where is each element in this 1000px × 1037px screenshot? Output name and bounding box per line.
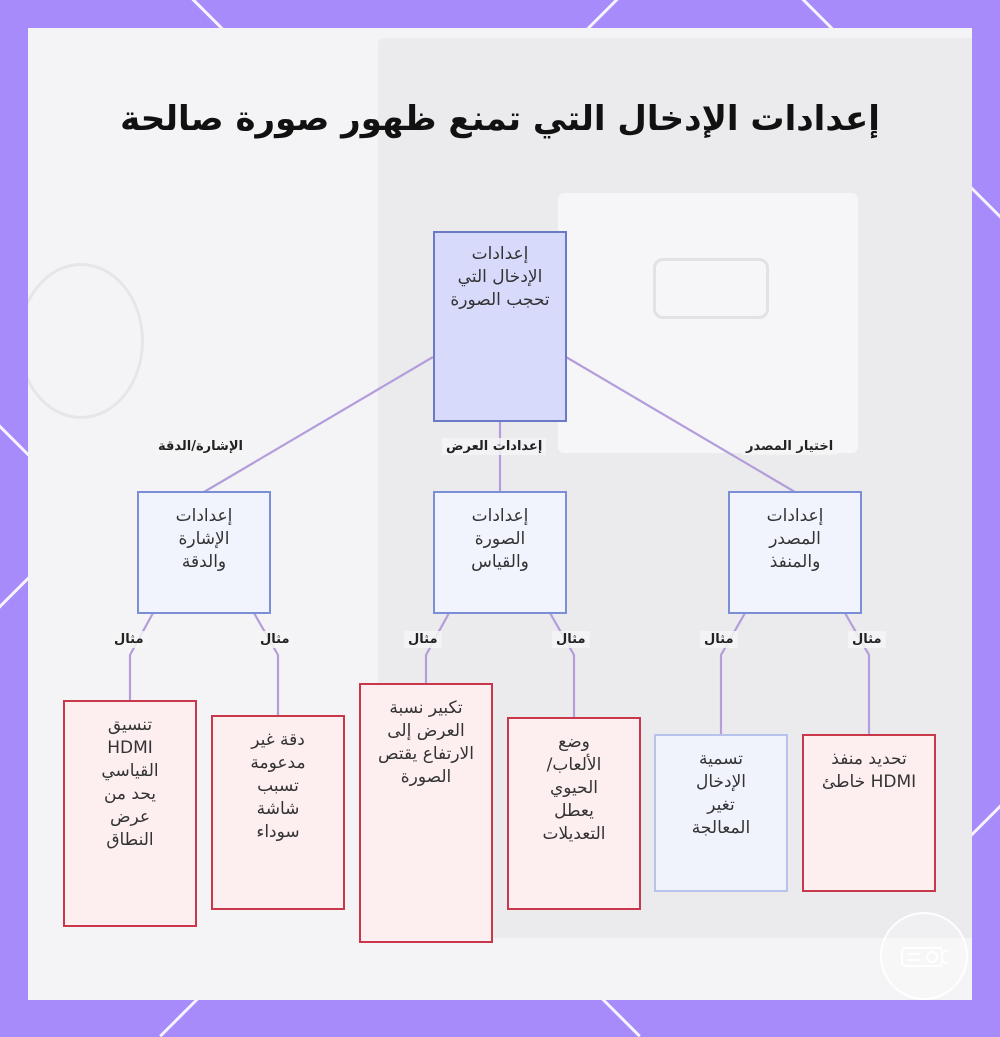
node-source-port-label: إعدادات المصدر والمنفذ [748,505,843,574]
leaf-hdmi-standard: تنسيق HDMI القياسي يحد من عرض النطاق [63,700,197,927]
node-picture-scaling: إعدادات الصورة والقياس [433,491,567,614]
leaf-unsupported-resolution: دقة غير مدعومة تسبب شاشة سوداء [211,715,345,910]
leaf-unsupported-resolution-label: دقة غير مدعومة تسبب شاشة سوداء [238,729,318,844]
leaf-game-mode-label: وضع الألعاب/ الحيوي يعطل التعديلات [529,731,619,846]
link-display-leaf2 [550,613,574,718]
root-node-label: إعدادات الإدخال التي تحجب الصورة [445,243,555,312]
leaf-game-mode: وضع الألعاب/ الحيوي يعطل التعديلات [507,717,641,910]
leaf-input-label-label: تسمية الإدخال تغير المعالجة [681,748,761,840]
edge-label-signal: الإشارة/الدقة [154,438,247,455]
node-signal-resolution: إعدادات الإشارة والدقة [137,491,271,614]
edge-label-example: مثال [404,631,442,648]
leaf-aspect-zoom: تكبير نسبة العرض إلى الارتفاع يقتص الصور… [359,683,493,943]
node-signal-resolution-label: إعدادات الإشارة والدقة [157,505,252,574]
root-node: إعدادات الإدخال التي تحجب الصورة [433,231,567,422]
link-signal-leaf2 [254,613,278,716]
edge-label-display: إعدادات العرض [442,438,546,455]
node-source-port: إعدادات المصدر والمنفذ [728,491,862,614]
projector-icon [898,938,950,974]
leaf-hdmi-standard-label: تنسيق HDMI القياسي يحد من عرض النطاق [90,714,170,852]
edge-label-example: مثال [110,631,148,648]
link-signal-leaf1 [130,613,153,701]
edge-label-example: مثال [700,631,738,648]
link-root-source [566,357,795,492]
logo-watermark [880,912,968,1000]
link-root-signal [204,357,433,492]
edge-label-example: مثال [256,631,294,648]
link-display-leaf1 [426,613,449,684]
leaf-wrong-hdmi-port-label: تحديد منفذ HDMI خاطئ [814,748,924,794]
node-picture-scaling-label: إعدادات الصورة والقياس [453,505,548,574]
edge-label-example: مثال [552,631,590,648]
edge-label-source: اختيار المصدر [742,438,837,455]
edge-label-example: مثال [848,631,886,648]
leaf-wrong-hdmi-port: تحديد منفذ HDMI خاطئ [802,734,936,892]
leaf-input-label: تسمية الإدخال تغير المعالجة [654,734,788,892]
leaf-aspect-zoom-label: تكبير نسبة العرض إلى الارتفاع يقتص الصور… [371,697,481,789]
